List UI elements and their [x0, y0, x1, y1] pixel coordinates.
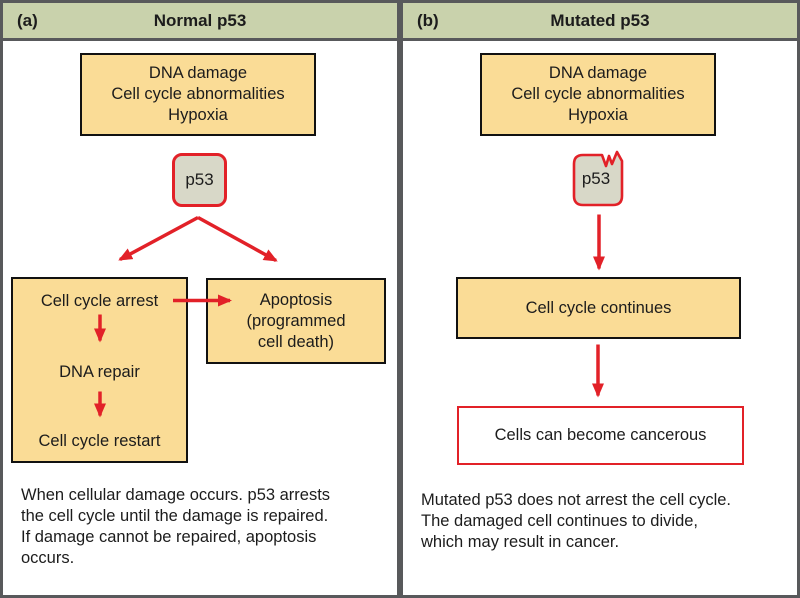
panel-a-caption: When cellular damage occurs. p53 arrests…: [21, 486, 331, 567]
normal-p53-protein-box: p53: [172, 153, 227, 207]
apoptosis-box: Apoptosis (programmed cell death): [206, 278, 386, 364]
panel-mutated-p53: (b) Mutated p53 DNA damage Cell cycle ab…: [400, 0, 800, 598]
panel-b-title: Mutated p53: [550, 10, 650, 30]
cracked-p53-icon: [572, 150, 624, 207]
step-cell-cycle-restart: Cell cycle restart: [38, 432, 161, 450]
trigger-box-text: DNA damage Cell cycle abnormalities Hypo…: [111, 64, 285, 124]
panel-a-body: DNA damage Cell cycle abnormalities Hypo…: [3, 41, 397, 595]
mutated-p53-protein-box: p53: [569, 148, 631, 210]
trigger-box: DNA damage Cell cycle abnormalities Hypo…: [80, 53, 316, 136]
step-dna-repair: DNA repair: [59, 363, 140, 381]
panel-b-body: DNA damage Cell cycle abnormalities Hypo…: [403, 41, 797, 595]
panel-b-header: (b) Mutated p53: [403, 3, 797, 41]
cell-cycle-continues-box: Cell cycle continues: [456, 277, 741, 339]
panel-normal-p53: (a) Normal p53 DNA damage Cell cycle abn…: [0, 0, 400, 598]
panel-b-label: (b): [417, 10, 439, 30]
panel-a-label: (a): [17, 10, 38, 30]
continue-box-text: Cell cycle continues: [525, 298, 672, 317]
panel-a-header: (a) Normal p53: [3, 3, 397, 41]
apoptosis-box-text: Apoptosis (programmed cell death): [246, 290, 346, 351]
trigger-box-text: DNA damage Cell cycle abnormalities Hypo…: [511, 64, 685, 124]
step-cell-cycle-arrest: Cell cycle arrest: [40, 292, 159, 310]
panel-a-title: Normal p53: [153, 10, 247, 30]
cell-cycle-arrest-box: Cell cycle arrest DNA repair Cell cycle …: [11, 277, 188, 463]
p53-label: p53: [185, 170, 214, 189]
cancerous-cells-box: Cells can become cancerous: [457, 406, 744, 465]
p53-label: p53: [581, 169, 611, 188]
panel-b-caption: Mutated p53 does not arrest the cell cyc…: [421, 491, 732, 551]
trigger-box: DNA damage Cell cycle abnormalities Hypo…: [480, 53, 716, 136]
cancer-box-text: Cells can become cancerous: [494, 426, 707, 444]
